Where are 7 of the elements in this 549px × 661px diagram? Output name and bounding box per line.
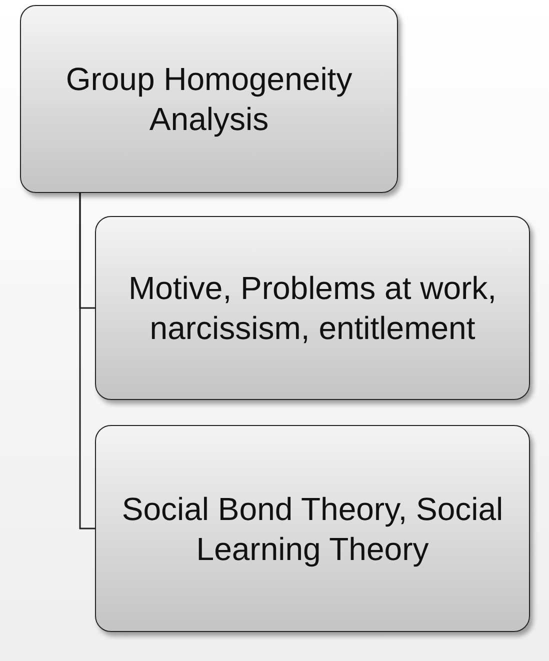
box-label: Motive, Problems at work, narcissism, entitlement — [127, 269, 498, 348]
box-label: Social Bond Theory, Social Learning Theory — [120, 490, 504, 568]
box-label: Group Homogeneity Analysis — [64, 60, 354, 139]
rounded-box — [95, 425, 530, 632]
rounded-box — [95, 216, 530, 400]
rounded-box — [20, 5, 398, 193]
connector-line — [79, 193, 95, 530]
